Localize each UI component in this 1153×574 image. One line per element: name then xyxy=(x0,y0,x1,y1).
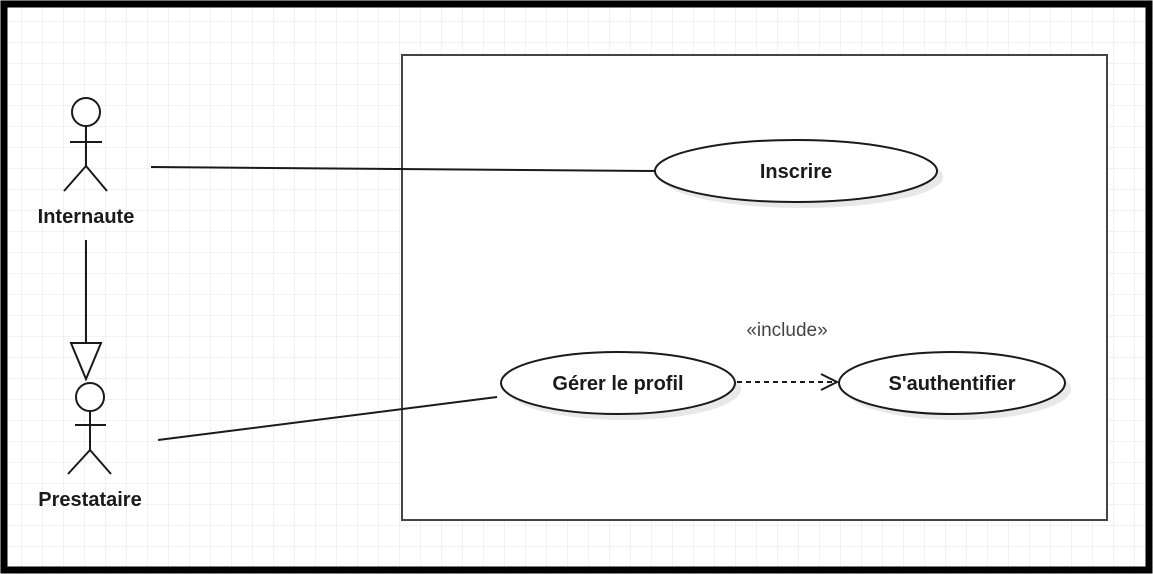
use-case-inscrire[interactable]: Inscrire xyxy=(654,139,943,208)
actor-label-prestataire: Prestataire xyxy=(38,489,141,511)
use-case-gerer-profil[interactable]: Gérer le profil xyxy=(500,351,741,420)
stick-figure-icon xyxy=(63,97,108,192)
generalization-internaute-prestataire[interactable] xyxy=(69,240,103,382)
actor-internaute[interactable]: Internaute xyxy=(38,97,135,228)
association-internaute-inscrire[interactable] xyxy=(150,166,657,172)
association-prestataire-gerer-profil[interactable] xyxy=(157,396,498,441)
use-case-authentifier[interactable]: S'authentifier xyxy=(838,351,1071,420)
use-case-label-authentifier: S'authentifier xyxy=(889,373,1016,395)
include-stereotype-label: «include» xyxy=(746,320,827,341)
stick-figure-icon xyxy=(67,382,112,475)
include-dependency[interactable]: «include» xyxy=(737,320,840,391)
use-case-label-gerer-profil: Gérer le profil xyxy=(552,373,683,395)
system-boundary[interactable] xyxy=(401,54,1108,521)
open-arrowhead-icon xyxy=(820,373,840,391)
actor-prestataire[interactable]: Prestataire xyxy=(38,382,142,511)
actor-label-internaute: Internaute xyxy=(38,206,135,228)
use-case-label-inscrire: Inscrire xyxy=(760,161,832,183)
